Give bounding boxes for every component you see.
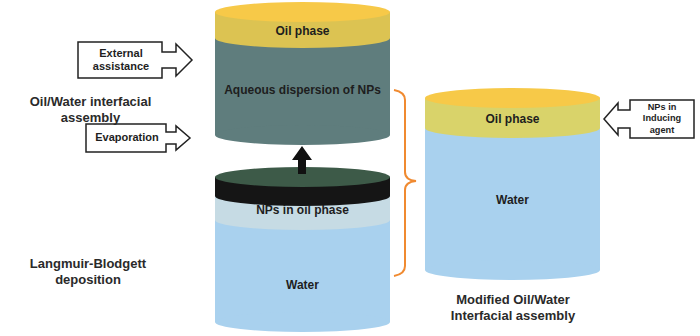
node-text: NPs in Inducing agent bbox=[631, 102, 693, 135]
node-text: Aqueous dispersion of NPs bbox=[224, 83, 381, 97]
node-text: NPs in oil phase bbox=[256, 203, 349, 217]
right-cylinder bbox=[425, 88, 600, 280]
callout-arrow bbox=[78, 42, 192, 78]
bottom-cylinder bbox=[215, 167, 390, 332]
node-text: Oil phase bbox=[275, 24, 329, 38]
callout-box: External assistance bbox=[80, 44, 162, 76]
evaporation-arrow bbox=[292, 146, 312, 174]
callout-box: Evaporation bbox=[88, 126, 166, 150]
process-label: Modified Oil/Water Interfacial assembly bbox=[428, 292, 598, 325]
node-text: Water bbox=[286, 278, 319, 292]
node-text: External assistance bbox=[80, 47, 162, 73]
aqueous-layer: Aqueous dispersion of NPs bbox=[222, 60, 383, 120]
water-layer: Water bbox=[442, 150, 583, 250]
nps-oil-layer: NPs in oil phase bbox=[232, 198, 373, 222]
callout-arrow bbox=[86, 124, 190, 152]
callout-arrow bbox=[604, 100, 694, 138]
oil-layer: Oil phase bbox=[442, 106, 583, 132]
oil-layer: Oil phase bbox=[232, 20, 373, 42]
node-text: Water bbox=[496, 193, 529, 207]
water-layer: Water bbox=[232, 255, 373, 315]
top-cylinder bbox=[215, 2, 390, 145]
callout-box: NPs in Inducing agent bbox=[631, 102, 693, 136]
bracket bbox=[394, 90, 416, 276]
node-text: Evaporation bbox=[95, 131, 159, 144]
process-label: Oil/Water interfacial assembly bbox=[8, 94, 173, 127]
node-text: Oil phase bbox=[485, 112, 539, 126]
process-label: Langmuir-Blodgett deposition bbox=[8, 256, 168, 289]
